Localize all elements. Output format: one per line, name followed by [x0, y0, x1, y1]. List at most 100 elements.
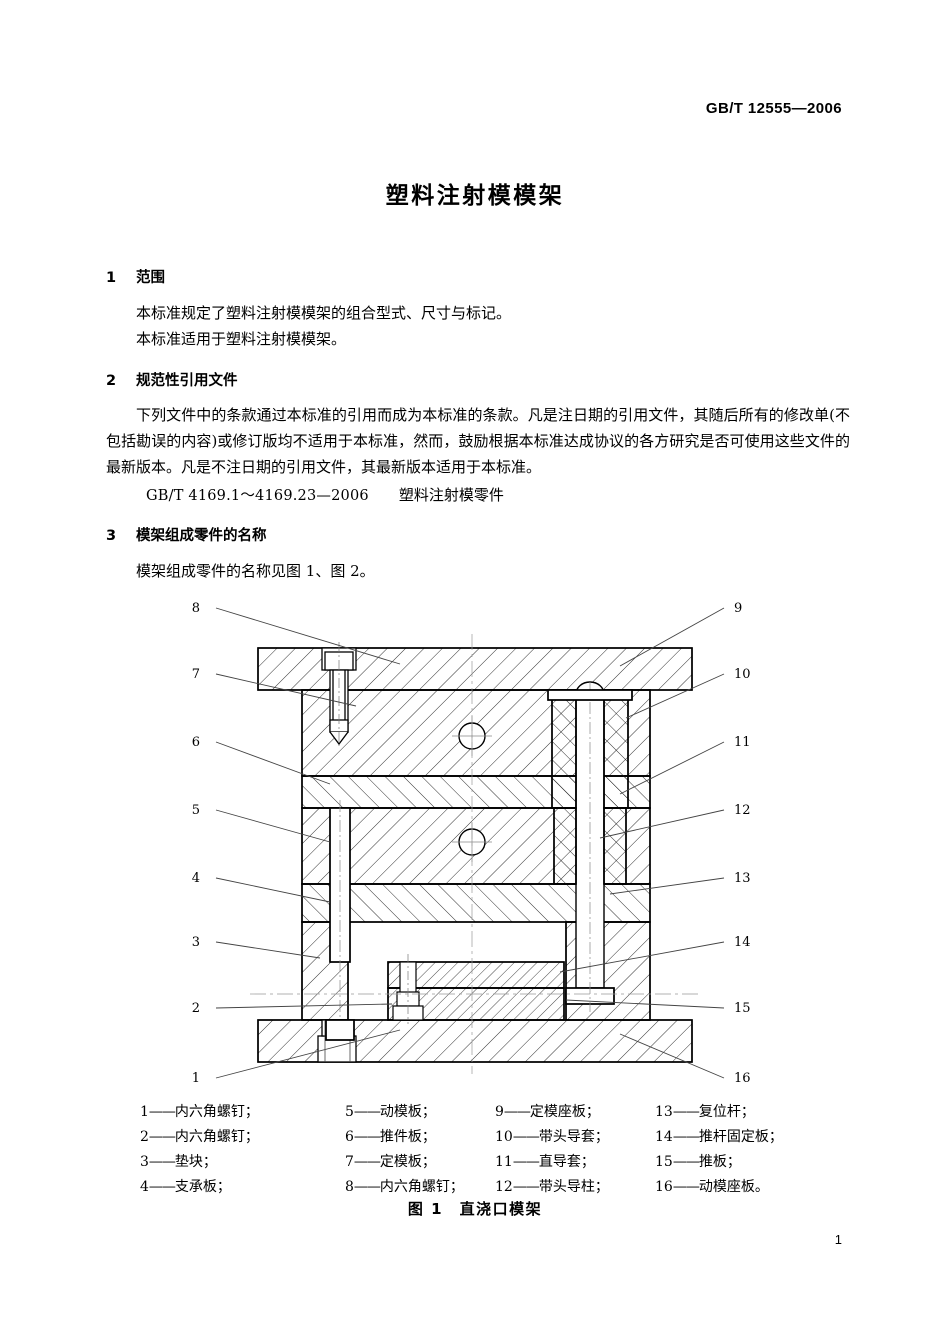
legend-name-3: 垫块； [174, 1153, 217, 1170]
normative-reference-item: GB/T 4169.1～4169.23—2006 塑料注射模零件 [146, 484, 504, 505]
legend-name-16: 动模座板。 [698, 1178, 769, 1195]
callout-15: 15 [734, 1001, 751, 1016]
legend-item-2: 2——内六角螺钉； [140, 1126, 345, 1146]
legend-name-13: 复位杆； [698, 1103, 755, 1120]
legend-item-7: 7——定模板； [345, 1151, 495, 1171]
legend-number-2: 2 [140, 1128, 149, 1145]
callout-14: 14 [734, 935, 751, 950]
legend-name-6: 推件板； [379, 1128, 436, 1145]
legend-name-15: 推板； [698, 1153, 741, 1170]
legend-number-9: 9 [495, 1103, 504, 1120]
callout-9: 9 [734, 601, 742, 616]
part-10-shouldered-guide-bush [547, 689, 633, 809]
legend-name-8: 内六角螺钉； [379, 1178, 464, 1195]
legend-item-1: 1——内六角螺钉； [140, 1101, 345, 1121]
legend-dash-9: —— [503, 1103, 531, 1120]
clause-1-paragraph-2: 本标准适用于塑料注射模模架。 [136, 330, 347, 348]
legend-item-14: 14——推杆固定板； [655, 1126, 820, 1146]
legend-dash-3: —— [148, 1153, 176, 1170]
legend-dash-5: —— [353, 1103, 381, 1120]
callout-3: 3 [192, 935, 200, 950]
part-2-socket-head-cap-screw [392, 954, 424, 1024]
legend-number-3: 3 [140, 1153, 149, 1170]
legend-dash-11: —— [512, 1153, 540, 1170]
legend-dash-16: —— [672, 1178, 700, 1195]
clause-title-3: 模架组成零件的名称 [136, 528, 267, 544]
legend-item-8: 8——内六角螺钉； [345, 1176, 495, 1196]
standard-code-header: GB/T 12555—2006 [705, 100, 842, 117]
callout-13: 13 [734, 871, 751, 886]
legend-row: 1——内六角螺钉； 5——动模板； 9——定模座板； 13——复位杆； [140, 1098, 820, 1123]
legend-item-15: 15——推板； [655, 1151, 820, 1171]
legend-number-6: 6 [345, 1128, 354, 1145]
legend-item-5: 5——动模板； [345, 1101, 495, 1121]
clause-heading-3: 3 模架组成零件的名称 [106, 524, 267, 545]
callout-16: 16 [734, 1071, 751, 1086]
legend-number-10: 10 [495, 1128, 513, 1145]
reference-name: 塑料注射模零件 [398, 486, 504, 504]
legend-number-4: 4 [140, 1178, 149, 1195]
figure-caption: 图 1 直浇口模架 [407, 1200, 543, 1218]
legend-item-13: 13——复位杆； [655, 1101, 820, 1121]
clause-number-1: 1 [106, 270, 117, 286]
legend-item-9: 9——定模座板； [495, 1101, 655, 1121]
legend-dash-1: —— [148, 1103, 176, 1120]
legend-dash-6: —— [353, 1128, 381, 1145]
legend-number-15: 15 [655, 1153, 673, 1170]
legend-dash-14: —— [672, 1128, 700, 1145]
legend-number-14: 14 [655, 1128, 673, 1145]
legend-dash-7: —— [353, 1153, 381, 1170]
legend-name-10: 带头导套； [538, 1128, 609, 1145]
legend-number-11: 11 [495, 1153, 513, 1170]
clause-2-paragraph-1: 下列文件中的条款通过本标准的引用而成为本标准的条款。凡是注日期的引用文件，其随后… [106, 406, 850, 476]
legend-name-9: 定模座板； [529, 1103, 600, 1120]
part-8-socket-head-cap-screw [321, 642, 357, 746]
legend-dash-13: —— [672, 1103, 700, 1120]
legend-number-12: 12 [495, 1178, 513, 1195]
legend-item-12: 12——带头导柱； [495, 1176, 655, 1196]
legend-row: 4——支承板； 8——内六角螺钉； 12——带头导柱； 16——动模座板。 [140, 1173, 820, 1198]
legend-dash-10: —— [512, 1128, 540, 1145]
clause-3-paragraph-1: 模架组成零件的名称见图 1、图 2。 [136, 562, 375, 580]
legend-dash-15: —— [672, 1153, 700, 1170]
legend-number-7: 7 [345, 1153, 354, 1170]
legend-row: 2——内六角螺钉； 6——推件板； 10——带头导套； 14——推杆固定板； [140, 1123, 820, 1148]
clause-title-2: 规范性引用文件 [136, 373, 238, 389]
part-11-straight-guide-bush [553, 807, 627, 885]
leader-lines-left [215, 607, 401, 1079]
legend-name-5: 动模板； [379, 1103, 436, 1120]
callout-numbers-right: 9 10 11 12 13 14 15 16 [734, 601, 751, 1086]
clause-title-1: 范围 [136, 270, 165, 286]
legend-item-10: 10——带头导套； [495, 1126, 655, 1146]
legend-item-4: 4——支承板； [140, 1176, 345, 1196]
part-13-return-pin [325, 800, 355, 1041]
page-title: 塑料注射模模架 [385, 183, 565, 209]
callout-10: 10 [734, 667, 751, 682]
legend-name-12: 带头导柱； [538, 1178, 609, 1195]
clause-number-3: 3 [106, 528, 117, 544]
callout-7: 7 [192, 667, 200, 682]
legend-item-6: 6——推件板； [345, 1126, 495, 1146]
callout-1: 1 [192, 1071, 200, 1086]
reference-code: GB/T 4169.1～4169.23—2006 [146, 488, 369, 504]
callout-12: 12 [734, 803, 751, 818]
callout-2: 2 [192, 1001, 200, 1016]
legend-item-16: 16——动模座板。 [655, 1176, 820, 1196]
figure-1-drawing: 8 7 6 5 4 3 2 1 9 10 11 12 13 14 15 16 [0, 594, 950, 1094]
legend-dash-4: —— [148, 1178, 176, 1195]
clause-1-paragraph-1: 本标准规定了塑料注射模模架的组合型式、尺寸与标记。 [136, 304, 512, 322]
legend-item-11: 11——直导套； [495, 1151, 655, 1171]
callout-5: 5 [192, 803, 200, 818]
legend-number-13: 13 [655, 1103, 673, 1120]
legend-name-7: 定模板； [379, 1153, 436, 1170]
callout-6: 6 [192, 735, 200, 750]
legend-number-5: 5 [345, 1103, 354, 1120]
figure-legend: 1——内六角螺钉； 5——动模板； 9——定模座板； 13——复位杆； 2——内… [140, 1098, 820, 1198]
legend-name-11: 直导套； [538, 1153, 595, 1170]
legend-name-14: 推杆固定板； [698, 1128, 783, 1145]
callout-8: 8 [192, 601, 200, 616]
legend-name-4: 支承板； [174, 1178, 231, 1195]
callout-11: 11 [734, 735, 751, 750]
